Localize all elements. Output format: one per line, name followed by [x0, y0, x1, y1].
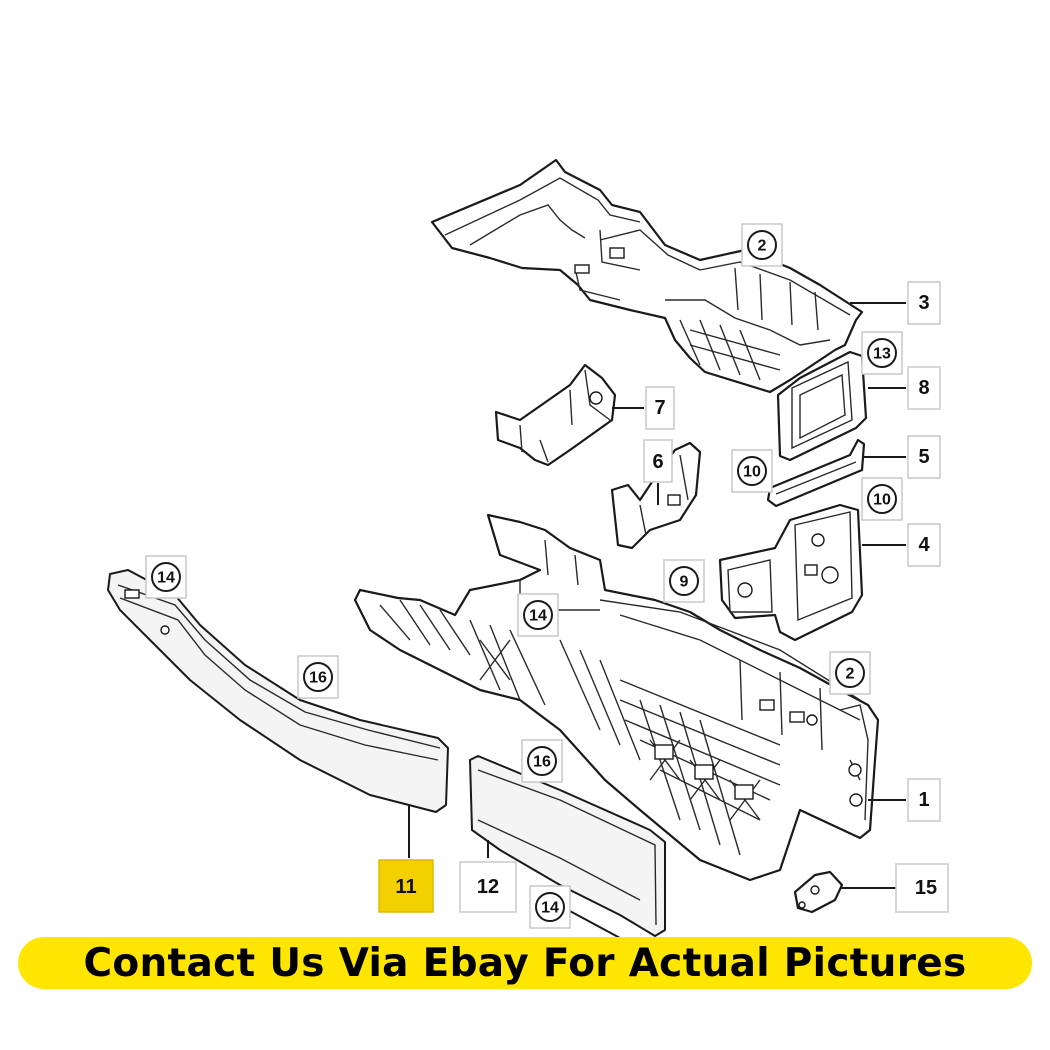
callout-5: 5	[907, 435, 941, 479]
callout-label: 12	[477, 876, 499, 898]
part-6-bracket	[610, 441, 702, 550]
callout-label: 16	[533, 754, 551, 771]
callout-16-a: 16	[297, 655, 339, 699]
leader-lines	[408, 302, 906, 939]
callout-label: 16	[309, 670, 327, 687]
callout-label: 2	[846, 666, 855, 683]
callout-1: 1	[907, 778, 941, 822]
callout-9: 9	[663, 559, 705, 603]
part-11-side-trim	[107, 569, 449, 813]
part-7-bracket	[494, 363, 617, 467]
callout-2-mid: 2	[829, 651, 871, 695]
callout-11-highlighted: 11	[378, 859, 434, 913]
callout-label: 14	[157, 570, 175, 587]
callout-14-a: 14	[145, 555, 187, 599]
part-3-upper-frame	[430, 158, 864, 394]
part-4-side-bracket	[718, 503, 864, 642]
part-12-lower-trim	[469, 755, 666, 937]
callout-label: 8	[918, 377, 929, 399]
callout-15: 15	[895, 863, 949, 913]
callout-label: 13	[873, 346, 891, 363]
callout-label: 14	[541, 900, 559, 917]
callout-7: 7	[645, 386, 675, 430]
callout-label: 7	[654, 397, 665, 419]
callout-label: 14	[529, 608, 547, 625]
callout-10-b: 10	[861, 477, 903, 521]
callout-14-c: 14	[529, 885, 571, 929]
callout-label: 1	[918, 789, 929, 811]
callout-6: 6	[643, 439, 673, 483]
callout-12: 12	[459, 861, 517, 913]
callout-10-a: 10	[731, 449, 773, 493]
callout-label: 4	[918, 534, 930, 556]
callout-label: 5	[918, 446, 929, 468]
callout-4: 4	[907, 523, 941, 567]
callout-label: 3	[918, 292, 929, 314]
part-1-console-base	[353, 513, 880, 882]
callout-label: 6	[652, 451, 663, 473]
callout-label: 2	[758, 238, 767, 255]
callout-16-b: 16	[521, 739, 563, 783]
callout-label: 10	[873, 492, 891, 509]
callout-8: 8	[907, 366, 941, 410]
part-15-clip	[793, 870, 844, 914]
callout-3: 3	[907, 281, 941, 325]
callout-label: 10	[743, 464, 761, 481]
callout-14-b: 14	[517, 593, 559, 637]
callout-label: 15	[915, 877, 937, 899]
callout-2-top: 2	[741, 223, 783, 267]
part-8-bracket-frame	[776, 350, 868, 462]
contact-banner: Contact Us Via Ebay For Actual Pictures	[18, 937, 1032, 989]
callout-label: 11	[395, 876, 416, 898]
callout-label: 9	[680, 574, 689, 591]
callout-13: 13	[861, 331, 903, 375]
